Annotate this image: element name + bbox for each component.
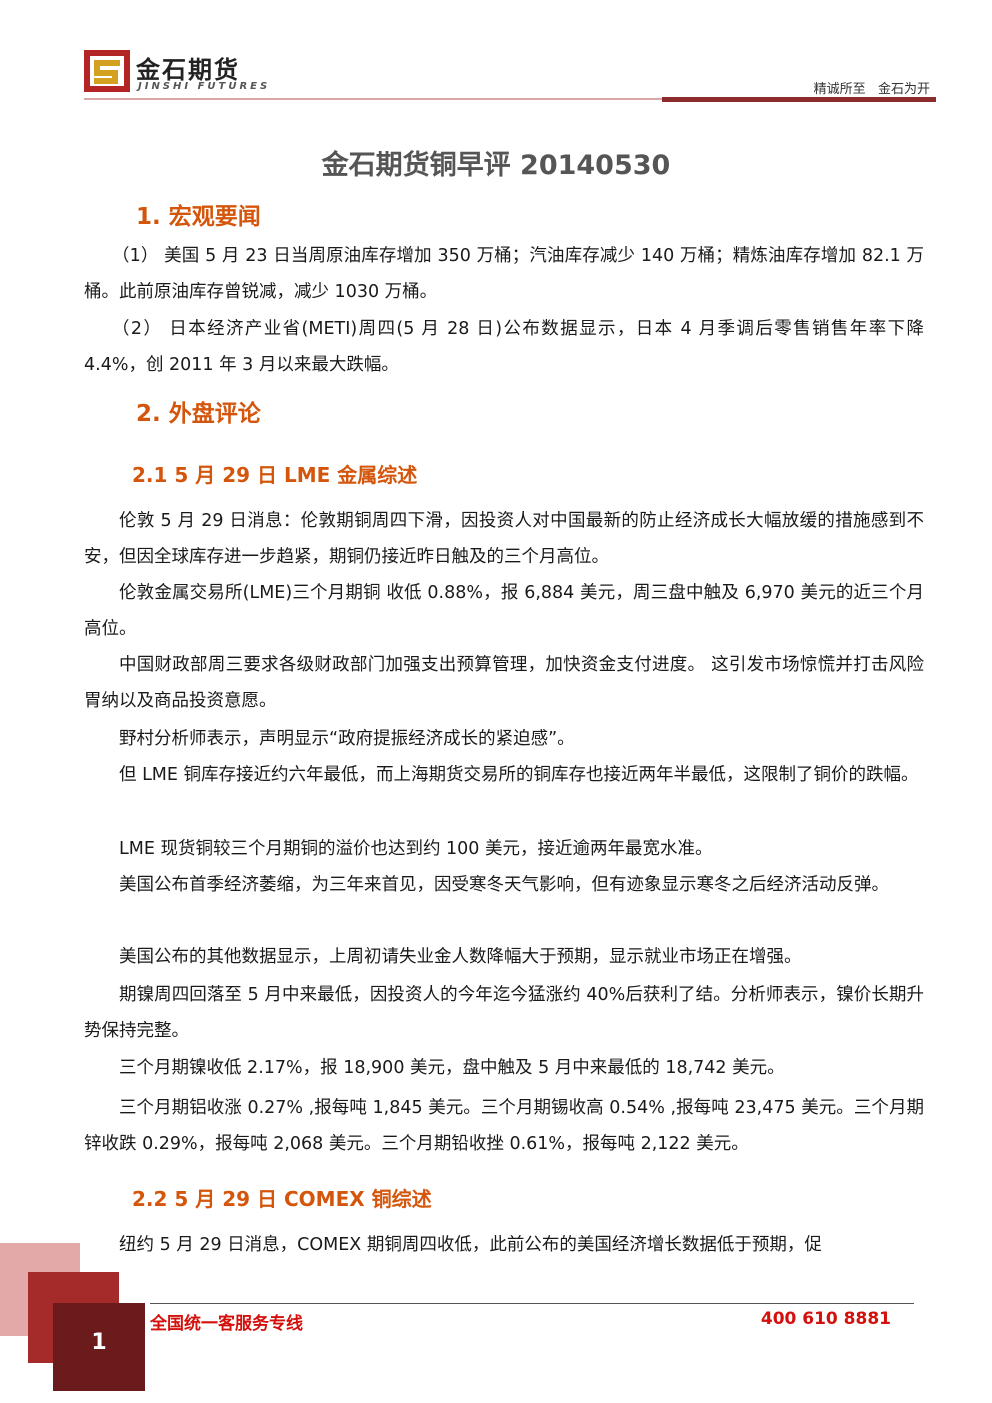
- service-hotline-label: 全国统一客服务专线: [150, 1314, 303, 1334]
- logo-chinese-name: 金石期货: [136, 56, 240, 84]
- subsection-heading-comex: 2.2 5 月 29 日 COMEX 铜综述: [132, 1187, 432, 1211]
- lme-paragraph: 但 LME 铜库存接近约六年最低，而上海期货交易所的铜库存也接近两年半最低，这限…: [119, 765, 919, 785]
- footer-divider: [150, 1303, 914, 1304]
- macro-news-item: （2） 日本经济产业省(METI)周四(5 月 28 日)公布数据显示，日本 4…: [84, 319, 924, 375]
- page-number: 1: [91, 1330, 107, 1355]
- lme-paragraph: 伦敦 5 月 29 日消息：伦敦期铜周四下滑，因投资人对中国最新的防止经济成长大…: [84, 511, 924, 567]
- lme-paragraph: 野村分析师表示，声明显示“政府提振经济成长的紧迫感”。: [119, 729, 575, 749]
- lme-paragraph: 中国财政部周三要求各级财政部门加强支出预算管理，加快资金支付进度。 这引发市场惊…: [84, 655, 924, 711]
- logo-mark-icon: [84, 50, 130, 92]
- comex-paragraph: 纽约 5 月 29 日消息，COMEX 期铜周四收低，此前公布的美国经济增长数据…: [119, 1235, 822, 1255]
- lme-paragraph: 美国公布的其他数据显示，上周初请失业金人数降幅大于预期，显示就业市场正在增强。: [119, 947, 802, 967]
- header-slogan: 精诚所至 金石为开: [813, 82, 930, 97]
- document-title: 金石期货铜早评 20140530: [321, 150, 671, 181]
- footer-decor-square: [53, 1303, 145, 1391]
- service-hotline-number: 400 610 8881: [760, 1309, 891, 1329]
- lme-paragraph: 三个月期铝收涨 0.27% ,报每吨 1,845 美元。三个月期锡收高 0.54…: [84, 1098, 924, 1154]
- header-accent-bar: [662, 97, 936, 102]
- section-heading-macro: 1. 宏观要闻: [136, 204, 261, 230]
- lme-paragraph: 期镍周四回落至 5 月中来最低，因投资人的今年迄今猛涨约 40%后获利了结。分析…: [84, 985, 924, 1041]
- subsection-heading-lme: 2.1 5 月 29 日 LME 金属综述: [132, 463, 418, 487]
- lme-paragraph: 三个月期镍收低 2.17%，报 18,900 美元，盘中触及 5 月中来最低的 …: [119, 1058, 785, 1078]
- logo-english-name: JINSHI FUTURES: [138, 81, 271, 92]
- lme-paragraph: 美国公布首季经济萎缩，为三年来首见，因受寒冬天气影响，但有迹象显示寒冬之后经济活…: [119, 875, 889, 895]
- macro-news-item: （1） 美国 5 月 23 日当周原油库存增加 350 万桶；汽油库存减少 14…: [84, 246, 924, 302]
- lme-paragraph: LME 现货铜较三个月期铜的溢价也达到约 100 美元，接近逾两年最宽水准。: [119, 839, 713, 859]
- company-logo: 金石期货 JINSHI FUTURES: [84, 50, 284, 96]
- lme-paragraph: 伦敦金属交易所(LME)三个月期铜 收低 0.88%，报 6,884 美元，周三…: [84, 583, 924, 639]
- header-divider: [84, 98, 936, 100]
- section-heading-overseas: 2. 外盘评论: [136, 401, 261, 427]
